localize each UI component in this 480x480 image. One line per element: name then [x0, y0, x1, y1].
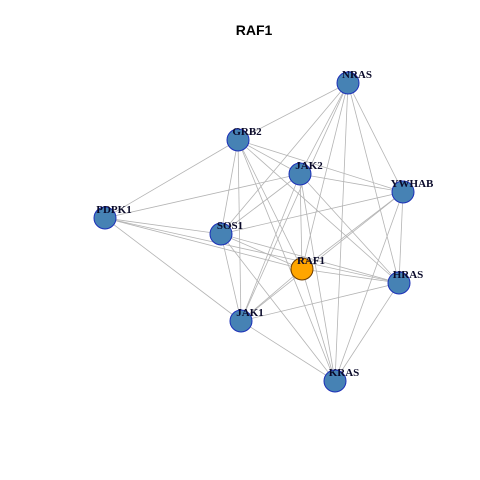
- edge-sos1-hras: [220, 233, 400, 284]
- node-label-grb2: GRB2: [232, 126, 262, 138]
- edge-pdpk1-jak1: [104, 217, 242, 322]
- edge-raf1-jak1: [240, 268, 303, 322]
- edges-layer: [104, 82, 404, 382]
- edge-ywhab-kras: [334, 191, 404, 382]
- edge-nras-sos1: [220, 82, 349, 235]
- edge-pdpk1-hras: [104, 217, 400, 284]
- edge-jak2-hras: [299, 173, 400, 284]
- node-sos1: [209, 222, 233, 246]
- node-nras: [336, 71, 360, 95]
- edge-jak2-pdpk1: [104, 173, 301, 219]
- edge-raf1-hras: [301, 268, 400, 284]
- node-jak2: [288, 162, 312, 186]
- edge-jak2-sos1: [220, 173, 301, 235]
- edge-nras-jak1: [240, 82, 349, 322]
- node-label-nras: NRAS: [342, 69, 372, 81]
- edge-grb2-pdpk1: [104, 139, 239, 219]
- node-kras: [323, 369, 347, 393]
- edge-hras-kras: [334, 282, 400, 382]
- edge-nras-grb2: [237, 82, 349, 141]
- edge-jak2-raf1: [299, 173, 303, 270]
- edge-jak1-kras: [240, 320, 336, 382]
- node-label-hras: HRAS: [393, 269, 424, 281]
- edge-ywhab-hras: [398, 191, 404, 284]
- node-pdpk1: [93, 206, 117, 230]
- node-label-jak2: JAK2: [295, 160, 323, 172]
- edge-hras-jak1: [240, 282, 400, 322]
- edge-ywhab-raf1: [301, 191, 404, 270]
- edge-grb2-jak2: [237, 139, 301, 175]
- nodes-layer: [93, 71, 415, 393]
- node-hras: [387, 271, 411, 295]
- edge-grb2-kras: [237, 139, 336, 382]
- edge-grb2-jak1: [237, 139, 242, 322]
- edge-ywhab-sos1: [220, 191, 404, 235]
- node-label-raf1: RAF1: [297, 255, 325, 267]
- node-raf1: [290, 257, 314, 281]
- graph-title: RAF1: [236, 22, 273, 38]
- node-label-sos1: SOS1: [217, 220, 243, 232]
- edge-nras-ywhab: [347, 82, 404, 193]
- edge-nras-jak2: [299, 82, 349, 175]
- edge-sos1-kras: [220, 233, 336, 382]
- edge-grb2-raf1: [237, 139, 303, 270]
- edge-pdpk1-sos1: [104, 217, 222, 235]
- node-ywhab: [391, 180, 415, 204]
- node-grb2: [226, 128, 250, 152]
- edge-ywhab-jak1: [240, 191, 404, 322]
- edge-sos1-jak1: [220, 233, 242, 322]
- node-label-jak1: JAK1: [236, 307, 264, 319]
- edge-sos1-raf1: [220, 233, 303, 270]
- node-label-pdpk1: PDPK1: [96, 204, 131, 216]
- node-label-kras: KRAS: [329, 367, 360, 379]
- edge-pdpk1-raf1: [104, 217, 303, 270]
- edge-grb2-ywhab: [237, 139, 404, 193]
- edge-jak2-ywhab: [299, 173, 404, 193]
- edge-nras-raf1: [301, 82, 349, 270]
- edge-jak2-kras: [299, 173, 336, 382]
- edge-raf1-kras: [301, 268, 336, 382]
- node-jak1: [229, 309, 253, 333]
- edge-grb2-sos1: [220, 139, 239, 235]
- node-label-ywhab: YWHAB: [391, 178, 434, 190]
